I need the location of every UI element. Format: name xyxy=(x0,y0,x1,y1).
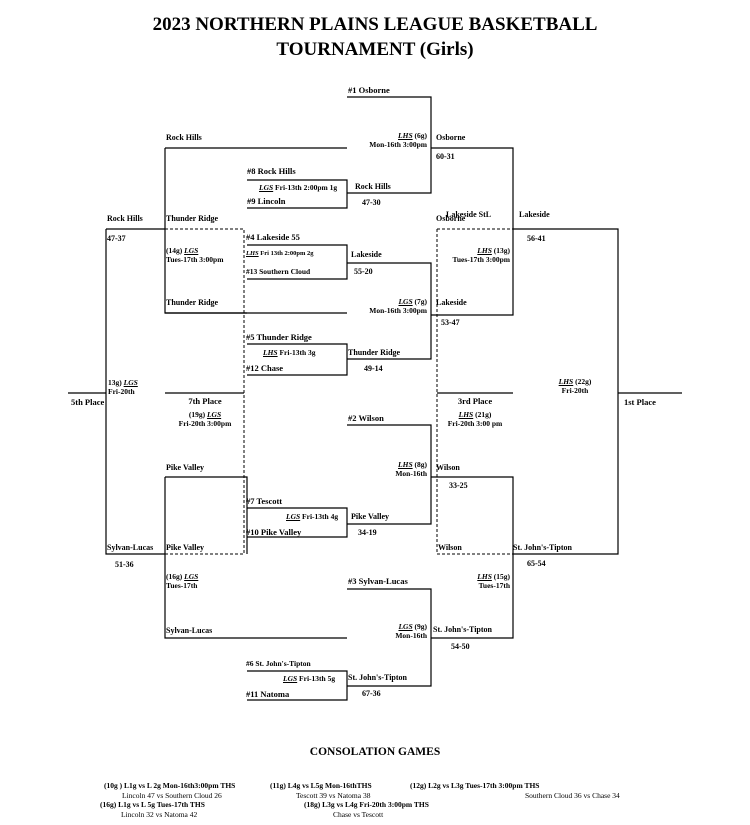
cons-18-head: (18g) L3g vs L4g Fri-20th 3:00pm THS xyxy=(304,800,429,809)
cons-12-head: (12g) L2g vs L3g Tues-17th 3:00pm THS xyxy=(410,781,540,790)
winner-game-8: Wilson xyxy=(436,463,460,472)
game-6-info: LHS (6g)Mon-16th 3:00pm xyxy=(369,131,427,149)
seed-1: #1 Osborne xyxy=(348,85,390,95)
loser-lakeside-stl: Lakeside StL xyxy=(446,210,492,219)
winner-game-4: Pike Valley xyxy=(351,512,390,521)
loser-game-8: Wilson xyxy=(438,543,462,552)
seed-9: #9 Lincoln xyxy=(247,196,286,206)
seed-2: #2 Wilson xyxy=(348,413,384,423)
cons-16-head: (16g) L1g vs L 5g Tues-17th THS xyxy=(100,800,205,809)
score-game-1: 47-30 xyxy=(362,198,381,207)
game-15-info: LHS (15g)Tues-17th xyxy=(477,572,510,590)
game-3-info: LHS Fri-13th 3g xyxy=(263,348,316,357)
score-game-3: 49-14 xyxy=(364,364,383,373)
winner-game-6: Osborne xyxy=(436,133,466,142)
score-game-15: 65-54 xyxy=(527,559,546,568)
score-game-4: 34-19 xyxy=(358,528,377,537)
winner-game-15: St. John's-Tipton xyxy=(513,543,572,552)
game-5-info: LGS Fri-13th 5g xyxy=(283,674,336,683)
cons-thunder-ridge-bottom: Thunder Ridge xyxy=(166,298,219,307)
game-13-info: LHS (13g)Tues-17th 3:00pm xyxy=(452,246,510,264)
cons-pike-valley-top: Pike Valley xyxy=(166,463,205,472)
cons-winner-16: Sylvan-Lucas xyxy=(107,543,154,552)
loser-game-6: Osborne xyxy=(436,214,466,223)
game-8-info: LHS (8g)Mon-16th xyxy=(395,460,427,478)
score-game-5: 67-36 xyxy=(362,689,381,698)
score-game-9: 54-50 xyxy=(451,642,470,651)
winner-game-2: Lakeside xyxy=(351,250,382,259)
score-game-6: 60-31 xyxy=(436,152,455,161)
game-2-info: LHS Fri 13th 2:00pm 2g xyxy=(246,250,314,257)
winner-game-7: Lakeside xyxy=(436,298,467,307)
cons-rock-hills: Rock Hills xyxy=(166,133,202,142)
cons-11-result: Tescott 39 vs Natoma 38 xyxy=(296,791,371,800)
score-game-7: 53-47 xyxy=(441,318,460,327)
cons-thunder-ridge-top: Thunder Ridge xyxy=(166,214,219,223)
seed-7: #7 Tescott xyxy=(246,496,283,506)
cons-sylvan-lucas: Sylvan-Lucas xyxy=(166,626,213,635)
seed-5: #5 Thunder Ridge xyxy=(246,332,312,342)
seed-11: #11 Natoma xyxy=(246,689,290,699)
cons-pike-valley-bottom: Pike Valley xyxy=(166,543,205,552)
score-game-8: 33-25 xyxy=(449,481,468,490)
game-7-info: LGS (7g)Mon-16th 3:00pm xyxy=(369,297,427,315)
winner-game-1: Rock Hills xyxy=(355,182,391,191)
cons-18-result: Chase vs Tescott xyxy=(333,810,384,819)
game-22-info: LHS (22g)Fri-20th xyxy=(558,377,592,395)
page-title-line2: TOURNAMENT (Girls) xyxy=(276,39,474,60)
seed-12: #12 Chase xyxy=(246,363,284,373)
cons-score-16: 51-36 xyxy=(115,560,134,569)
winner-game-5: St. John's-Tipton xyxy=(348,673,407,682)
seed-4: #4 Lakeside 55 xyxy=(246,232,300,242)
cons-12-result: Southern Cloud 36 vs Chase 34 xyxy=(525,791,620,800)
game-9-info: LGS (9g)Mon-16th xyxy=(395,622,427,640)
score-game-2: 55-20 xyxy=(354,267,373,276)
cons-winner-14: Rock Hills xyxy=(107,214,143,223)
seed-13: #13 Southern Cloud xyxy=(246,267,311,276)
cons-16-result: Lincoln 32 vs Natoma 42 xyxy=(121,810,198,819)
page-title-line1: 2023 NORTHERN PLAINS LEAGUE BASKETBALL xyxy=(152,14,598,35)
winner-game-13: Lakeside xyxy=(519,210,550,219)
score-game-13: 56-41 xyxy=(527,234,546,243)
consolation-title: CONSOLATION GAMES xyxy=(309,746,441,758)
game-4-info: LGS Fri-13th 4g xyxy=(286,512,339,521)
winner-game-3: Thunder Ridge xyxy=(348,348,401,357)
winner-game-9: St. John's-Tipton xyxy=(433,625,492,634)
seed-3: #3 Sylvan-Lucas xyxy=(348,576,408,586)
third-place-label: 3rd Place xyxy=(457,396,493,406)
cons-10-head: (10g ) L1g vs L 2g Mon-16th3:00pm THS xyxy=(104,781,236,790)
seed-8: #8 Rock Hills xyxy=(247,166,296,176)
cons-10-result: Lincoln 47 vs Southern Cloud 26 xyxy=(122,791,222,800)
first-place-label: 1st Place xyxy=(624,397,656,407)
game-21-info: LHS (21g)Fri-20th 3:00 pm xyxy=(447,410,503,428)
game-1-info: LGS Fri-13th 2:00pm 1g xyxy=(259,183,338,192)
seed-6: #6 St. John's-Tipton xyxy=(246,659,311,668)
cons-score-14: 47-37 xyxy=(107,234,126,243)
seventh-place-label: 7th Place xyxy=(188,396,222,406)
seed-10: #10 Pike Valley xyxy=(246,527,302,537)
fifth-place-label: 5th Place xyxy=(71,397,105,407)
cons-11-head: (11g) L4g vs L5g Mon-16thTHS xyxy=(270,781,372,790)
